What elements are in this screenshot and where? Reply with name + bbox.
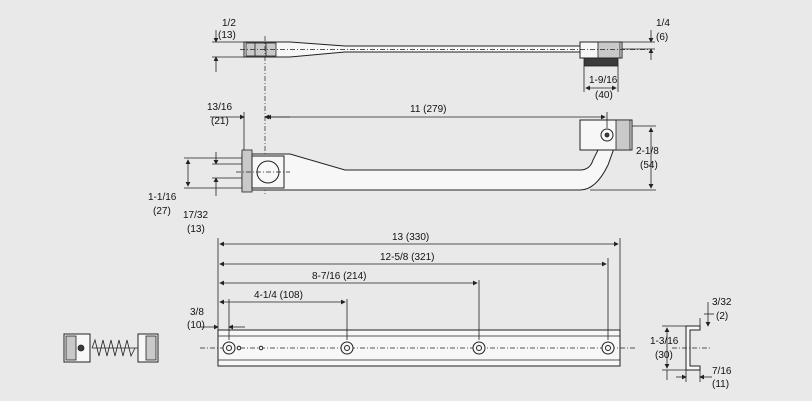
dim-rise-frac: 2-1/8 — [636, 146, 659, 157]
dim-top-right-frac: 1/4 — [656, 18, 670, 29]
dim-pad-frac: 1-9/16 — [589, 75, 618, 86]
dim-top-right-mm: (6) — [656, 32, 668, 43]
dim-section-lip-frac: 3/32 — [712, 297, 732, 308]
rail-view: 13 (330) 12-5/8 (321) 8-7/16 (214) 4-1/4… — [187, 232, 636, 367]
dim-rail-edge: 3/8 (10) — [187, 307, 245, 331]
dim-section-width-frac: 7/16 — [712, 366, 732, 377]
dim-offset-frac: 13/16 — [207, 102, 232, 113]
dim-boss-height-frac: 17/32 — [183, 210, 208, 221]
dim-section-height: 1-3/16 (30) — [650, 325, 686, 380]
dim-rise-mm: (54) — [640, 160, 658, 171]
dim-section-height-mm: (30) — [655, 350, 673, 361]
dim-rail-hole1-label: 4-1/4 (108) — [254, 290, 303, 301]
dim-length-label: 11 (279) — [410, 104, 447, 115]
dim-section-lip-mm: (2) — [716, 311, 728, 322]
dim-section-lip: 3/32 (2) — [699, 297, 732, 327]
section-view: 3/32 (2) 1-3/16 (30) 7/16 (11) — [650, 297, 732, 390]
dim-rail-hole3: 12-5/8 (321) — [219, 252, 607, 267]
dim-boss-height-mm: (13) — [187, 224, 205, 235]
dim-rise: 2-1/8 (54) — [590, 125, 659, 191]
dim-offset: 13/16 (21) — [207, 102, 290, 150]
spring-assembly — [63, 333, 159, 363]
rail-holes — [222, 341, 615, 355]
dim-section-width: 7/16 (11) — [676, 366, 732, 390]
dim-rail-total: 13 (330) — [219, 232, 619, 247]
dim-rail-hole2-label: 8-7/16 (214) — [312, 271, 366, 282]
dim-top-left-mm: (13) — [218, 30, 236, 41]
dim-boss-frac: 1-1/16 — [148, 192, 177, 203]
dim-rail-edge-mm: (10) — [187, 320, 205, 331]
top-view: 1/2 (13) 1/4 (6) 1-9/16 (40) — [212, 18, 670, 196]
dim-length: 11 (279) — [266, 104, 608, 128]
dim-rail-hole1: 4-1/4 (108) — [219, 290, 346, 305]
channel-profile — [685, 325, 701, 371]
dim-pad-mm: (40) — [595, 90, 613, 101]
side-view: 13/16 (21) 11 (279) 2-1/8 (54) 1-1/16 (2… — [148, 102, 659, 235]
mounting-rail — [217, 329, 621, 367]
dim-rail-hole3-label: 12-5/8 (321) — [380, 252, 434, 263]
dim-boss: 1-1/16 (27) — [148, 157, 242, 217]
dim-top-left: 1/2 (13) — [212, 18, 244, 72]
dim-rail-total-label: 13 (330) — [392, 232, 429, 243]
dim-section-width-mm: (11) — [712, 379, 729, 390]
dim-top-left-frac: 1/2 — [222, 18, 236, 29]
dim-rail-edge-frac: 3/8 — [190, 307, 204, 318]
dim-top-right: 1/4 (6) — [622, 18, 670, 60]
dim-offset-mm: (21) — [211, 116, 229, 127]
top-view-arm — [243, 41, 623, 67]
dim-boss-mm: (27) — [153, 206, 171, 217]
dim-rail-hole2: 8-7/16 (214) — [219, 271, 478, 286]
dim-boss-height: 17/32 (13) — [183, 152, 242, 235]
dim-section-height-frac: 1-3/16 — [650, 336, 679, 347]
dim-pad-width: 1-9/16 (40) — [583, 66, 619, 101]
side-view-arm — [241, 119, 633, 193]
